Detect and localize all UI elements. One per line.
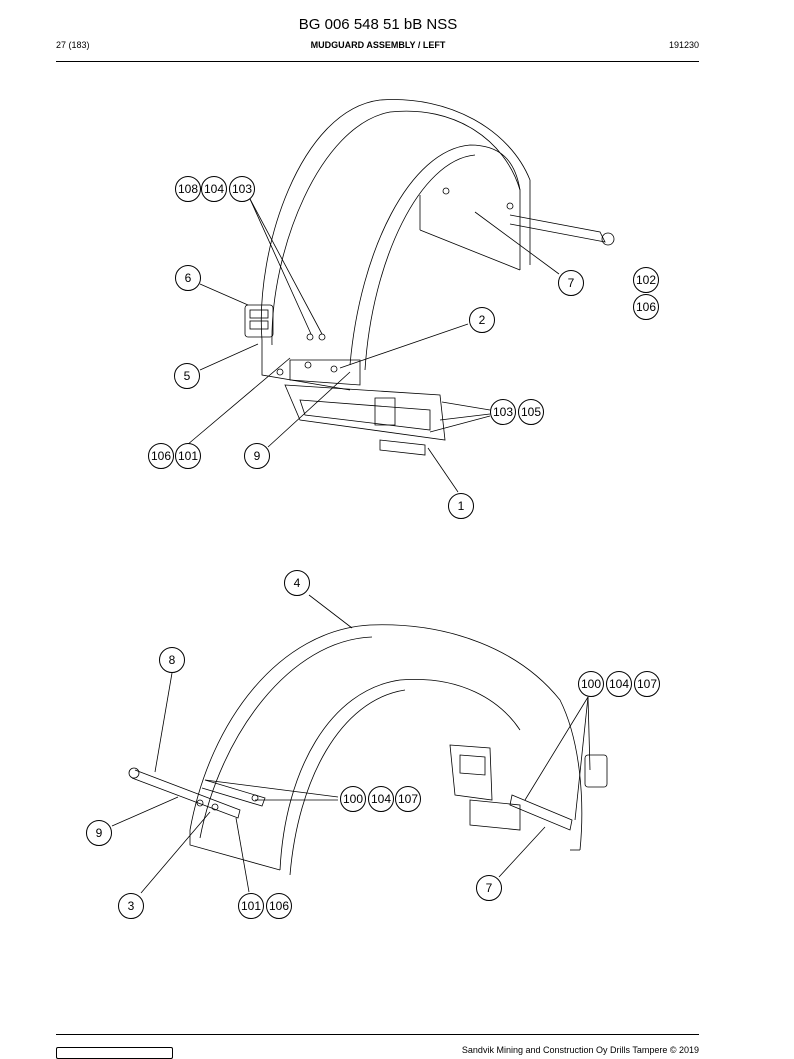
callout-103[interactable]: 103 <box>229 176 255 202</box>
top-mudguard-illustration <box>244 99 615 456</box>
svg-text:102: 102 <box>636 273 656 287</box>
svg-text:103: 103 <box>232 182 252 196</box>
callout-9[interactable]: 9 <box>244 443 270 469</box>
svg-text:105: 105 <box>521 405 541 419</box>
callout-105[interactable]: 105 <box>518 399 544 425</box>
callout-101[interactable]: 101 <box>238 893 264 919</box>
date-code: 191230 <box>668 40 699 50</box>
svg-text:101: 101 <box>178 449 198 463</box>
svg-text:9: 9 <box>96 826 103 840</box>
callout-7[interactable]: 7 <box>476 875 502 901</box>
section-title: MUDGUARD ASSEMBLY / LEFT <box>310 40 446 50</box>
svg-text:1: 1 <box>458 499 465 513</box>
svg-text:108: 108 <box>178 182 198 196</box>
callout-104[interactable]: 104 <box>368 786 394 812</box>
svg-text:107: 107 <box>398 792 418 806</box>
callout-1[interactable]: 1 <box>448 493 474 519</box>
svg-text:7: 7 <box>486 881 493 895</box>
document-number: BG 006 548 51 bB NSS <box>298 16 458 33</box>
callout-101[interactable]: 101 <box>175 443 201 469</box>
callout-106[interactable]: 106 <box>148 443 174 469</box>
callout-9[interactable]: 9 <box>86 820 112 846</box>
svg-text:3: 3 <box>128 899 135 913</box>
leader-lines <box>111 198 591 894</box>
callout-4[interactable]: 4 <box>284 570 310 596</box>
svg-text:107: 107 <box>637 677 657 691</box>
svg-text:100: 100 <box>343 792 363 806</box>
svg-text:7: 7 <box>568 276 575 290</box>
callout-104[interactable]: 104 <box>606 671 632 697</box>
svg-text:8: 8 <box>169 653 176 667</box>
svg-text:100: 100 <box>581 677 601 691</box>
sandvik-logo <box>56 1047 173 1059</box>
header-rule <box>56 61 699 62</box>
svg-text:101: 101 <box>241 899 261 913</box>
callout-102[interactable]: 102 <box>633 267 659 293</box>
svg-text:104: 104 <box>609 677 629 691</box>
footer-rule <box>56 1034 699 1035</box>
callout-6[interactable]: 6 <box>175 265 201 291</box>
callout-106[interactable]: 106 <box>633 294 659 320</box>
page-number: 27 (183) <box>56 40 90 50</box>
svg-text:9: 9 <box>254 449 261 463</box>
callout-104[interactable]: 104 <box>201 176 227 202</box>
svg-text:103: 103 <box>493 405 513 419</box>
callout-106[interactable]: 106 <box>266 893 292 919</box>
svg-text:104: 104 <box>371 792 391 806</box>
callout-100[interactable]: 100 <box>340 786 366 812</box>
svg-text:5: 5 <box>184 369 191 383</box>
callout-3[interactable]: 3 <box>118 893 144 919</box>
svg-text:106: 106 <box>269 899 289 913</box>
callout-100[interactable]: 100 <box>578 671 604 697</box>
callout-7[interactable]: 7 <box>558 270 584 296</box>
callout-5[interactable]: 5 <box>174 363 200 389</box>
svg-text:6: 6 <box>185 271 192 285</box>
callout-107[interactable]: 107 <box>634 671 660 697</box>
svg-text:2: 2 <box>479 313 486 327</box>
callout-107[interactable]: 107 <box>395 786 421 812</box>
svg-text:4: 4 <box>294 576 301 590</box>
bottom-mudguard-illustration <box>128 624 608 876</box>
callout-8[interactable]: 8 <box>159 647 185 673</box>
callout-103[interactable]: 103 <box>490 399 516 425</box>
svg-text:106: 106 <box>151 449 171 463</box>
callout-2[interactable]: 2 <box>469 307 495 333</box>
footer-copyright: Sandvik Mining and Construction Oy Drill… <box>461 1045 699 1055</box>
svg-text:106: 106 <box>636 300 656 314</box>
callout-108[interactable]: 108 <box>175 176 201 202</box>
svg-text:104: 104 <box>204 182 224 196</box>
